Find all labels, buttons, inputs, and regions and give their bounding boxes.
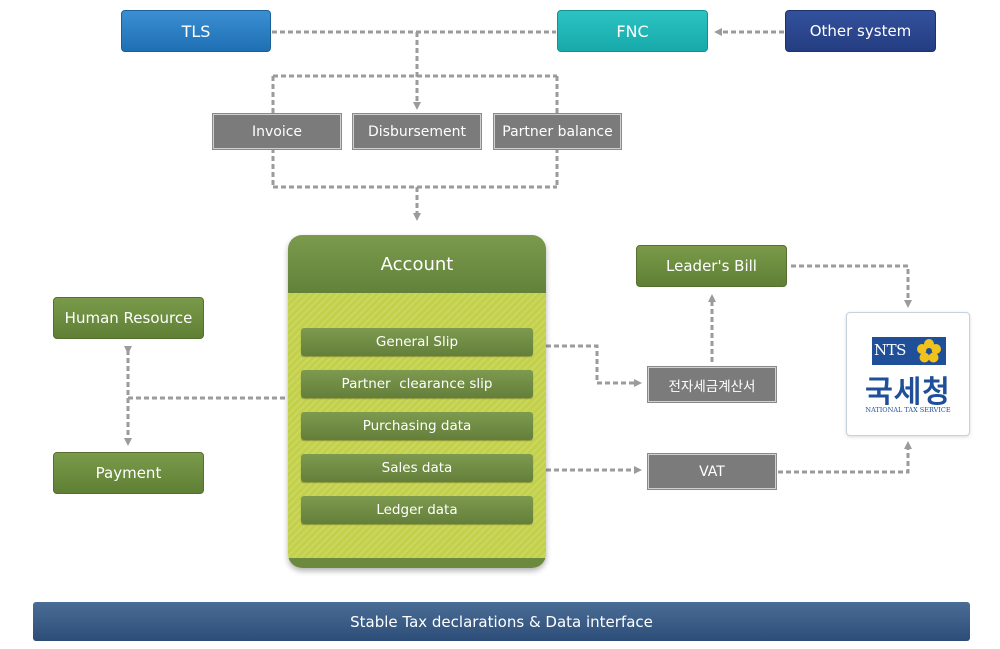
- account-title: Account: [380, 253, 454, 275]
- account-item-sales-data: Sales data: [301, 454, 533, 482]
- footer-bar: Stable Tax declarations & Data interface: [33, 602, 970, 641]
- nts-english-name: NATIONAL TAX SERVICE: [865, 406, 951, 414]
- fnc-label: FNC: [616, 21, 649, 41]
- disbursement-label: Disbursement: [368, 123, 466, 140]
- human-resource-label: Human Resource: [64, 309, 193, 327]
- account-item-partner-clearance-slip: Partner clearance slip: [301, 370, 533, 398]
- nts-emblem: NTS: [872, 337, 946, 365]
- account-body: General Slip Partner clearance slip Purc…: [288, 293, 546, 558]
- account-card: Account General Slip Partner clearance s…: [288, 235, 546, 568]
- nts-korean-name: 국세청: [865, 375, 951, 410]
- nts-logo: NTS 국세청 NATIONAL TAX SERVICE: [846, 312, 970, 436]
- footer-label: Stable Tax declarations & Data interface: [350, 612, 653, 631]
- tls-label: TLS: [181, 21, 211, 41]
- e-tax-invoice-node: 전자세금계산서: [647, 366, 777, 403]
- payment-node: Payment: [53, 452, 204, 494]
- human-resource-node: Human Resource: [53, 297, 204, 339]
- account-item-label: General Slip: [375, 334, 459, 350]
- fnc-node: FNC: [557, 10, 708, 52]
- disbursement-node: Disbursement: [352, 113, 482, 150]
- partner-balance-label: Partner balance: [502, 123, 613, 140]
- account-item-label: Purchasing data: [362, 418, 472, 434]
- nts-abbr: NTS: [874, 341, 906, 359]
- account-header: Account: [288, 235, 546, 293]
- vat-to-nts-arrow: [778, 441, 912, 474]
- flower-emblem-icon: [917, 339, 941, 363]
- account-item-label: Sales data: [381, 460, 453, 476]
- partner-balance-node: Partner balance: [493, 113, 622, 150]
- account-item-purchasing-data: Purchasing data: [301, 412, 533, 440]
- payment-label: Payment: [95, 464, 162, 482]
- account-footer: [288, 558, 546, 568]
- account-item-label: Ledger data: [376, 502, 458, 518]
- other-system-node: Other system: [785, 10, 936, 52]
- vat-node: VAT: [647, 453, 777, 490]
- leaders-bill-label: Leader's Bill: [666, 257, 757, 275]
- leaders-bill-node: Leader's Bill: [636, 245, 787, 287]
- invoice-label: Invoice: [251, 123, 303, 140]
- account-item-ledger-data: Ledger data: [301, 496, 533, 524]
- invoice-node: Invoice: [212, 113, 342, 150]
- account-item-label: Partner clearance slip: [341, 376, 493, 392]
- e-tax-invoice-label: 전자세금계산서: [668, 378, 756, 395]
- general-slip-to-etax-arrow: [546, 344, 642, 387]
- tls-node: TLS: [121, 10, 271, 52]
- vat-label: VAT: [699, 463, 725, 480]
- other-system-label: Other system: [809, 22, 912, 40]
- leaders-bill-to-nts-arrow: [791, 264, 912, 308]
- account-item-general-slip: General Slip: [301, 328, 533, 356]
